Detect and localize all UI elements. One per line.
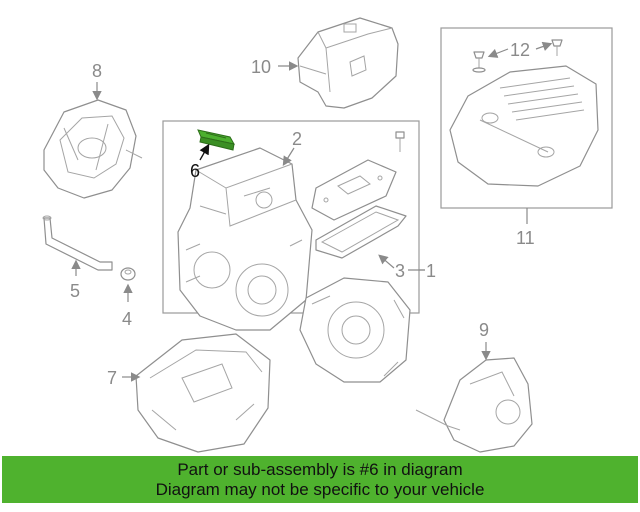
- callout-3[interactable]: 3: [395, 261, 405, 281]
- part-4-grommet[interactable]: [120, 267, 136, 281]
- callout-11[interactable]: 11: [516, 228, 535, 248]
- banner-line-1: Part or sub-assembly is #6 in diagram: [177, 460, 463, 479]
- callout-12[interactable]: 12: [510, 40, 530, 60]
- part-7-lower-cover[interactable]: [135, 333, 271, 453]
- part-plate[interactable]: [311, 159, 397, 221]
- parts-diagram: 10 8 5 4 2 6: [42, 17, 613, 453]
- callout-9[interactable]: 9: [479, 320, 489, 340]
- banner-line-2: Diagram may not be specific to your vehi…: [155, 480, 485, 499]
- leader-12b: [535, 41, 553, 51]
- leader-6: [199, 143, 210, 161]
- info-banner: Part or sub-assembly is #6 in diagram Di…: [2, 456, 638, 503]
- callout-4[interactable]: 4: [122, 309, 132, 329]
- part-3-gasket[interactable]: [315, 205, 407, 259]
- part-6-highlighted[interactable]: [197, 129, 235, 151]
- leader-3: [378, 254, 395, 269]
- part-12-fasteners[interactable]: [472, 39, 563, 73]
- part-11-engine-cover[interactable]: [449, 65, 599, 187]
- callout-7[interactable]: 7: [107, 368, 117, 388]
- transmission-case[interactable]: [299, 277, 411, 383]
- part-5-hose[interactable]: [42, 215, 113, 271]
- leader-2: [282, 147, 295, 167]
- callout-2[interactable]: 2: [292, 129, 302, 149]
- callout-10[interactable]: 10: [251, 57, 271, 77]
- callout-1[interactable]: 1: [426, 261, 436, 281]
- callout-8[interactable]: 8: [92, 61, 102, 81]
- part-8-cover-plate[interactable]: [43, 99, 143, 199]
- leader-12a: [487, 48, 509, 58]
- part-10-cover[interactable]: [297, 17, 399, 109]
- bolt: [395, 131, 405, 152]
- part-9-housing[interactable]: [415, 357, 533, 453]
- part-2-housing[interactable]: [177, 147, 313, 331]
- callout-5[interactable]: 5: [70, 281, 80, 301]
- callout-6[interactable]: 6: [190, 161, 200, 181]
